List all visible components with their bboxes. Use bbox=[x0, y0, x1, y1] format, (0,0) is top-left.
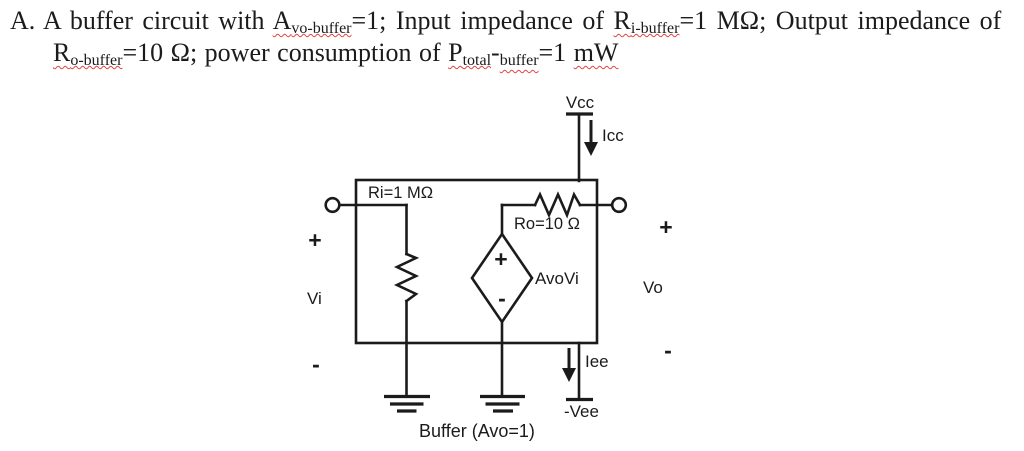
output-terminal-icon bbox=[610, 196, 628, 214]
dependent-source: + - AvoVi bbox=[470, 203, 579, 398]
arrow-head bbox=[562, 368, 576, 382]
problem-line-1: A buffer circuit with Avo-buffer=1; Inpu… bbox=[43, 5, 1001, 37]
text-segment: =1 bbox=[538, 38, 574, 67]
ground-icon-left bbox=[384, 394, 430, 413]
vee-label: -Vee bbox=[564, 402, 599, 421]
text-segment: =10 Ω; power consumption of bbox=[122, 38, 449, 67]
symbol-base: R bbox=[53, 38, 71, 67]
output-minus-sign: - bbox=[664, 337, 672, 363]
source-plus-sign: + bbox=[494, 246, 507, 272]
resistor-zigzag-icon bbox=[533, 191, 582, 219]
ground-icon-middle bbox=[480, 394, 525, 413]
buffer-box bbox=[354, 178, 599, 345]
input-voltage-label: Vi bbox=[307, 289, 322, 308]
iee-label: Iee bbox=[585, 352, 609, 371]
source-value-label: AvoVi bbox=[535, 269, 579, 288]
symbol-subscript: o-buffer bbox=[70, 52, 123, 69]
source-minus-sign: - bbox=[498, 285, 506, 311]
text-segment: A buffer circuit with bbox=[43, 6, 273, 35]
misspelled-term-ro-buffer: Ro-buffer bbox=[53, 38, 123, 69]
symbol-subscript: total bbox=[462, 52, 492, 69]
ri-label: Ri=1 MΩ bbox=[368, 184, 433, 202]
misspelled-term-ptotal: Ptotal bbox=[448, 38, 492, 69]
misspelled-term-mw: mW bbox=[573, 38, 619, 67]
misspelled-term-avo-buffer: Avo-buffer bbox=[272, 6, 352, 37]
resistor-zigzag-icon bbox=[393, 252, 420, 303]
input-minus-sign: - bbox=[312, 351, 320, 377]
iee-current-arrow-icon bbox=[562, 348, 576, 382]
input-resistor: Ri=1 MΩ bbox=[368, 184, 433, 398]
input-port: + Vi - bbox=[307, 196, 408, 377]
vee-supply: Iee -Vee bbox=[562, 341, 609, 421]
ro-label: Ro=10 Ω bbox=[514, 215, 580, 233]
input-plus-sign: + bbox=[308, 227, 321, 253]
problem-line-2: Ro-buffer=10 Ω; power consumption of Pto… bbox=[53, 37, 1001, 69]
symbol-base: P bbox=[448, 38, 463, 67]
symbol-subscript: vo-buffer bbox=[291, 20, 352, 37]
arrow-head bbox=[584, 142, 598, 156]
circuit-caption: Buffer (Avo=1) bbox=[419, 421, 535, 441]
icc-label: Icc bbox=[602, 126, 624, 145]
misspelled-term-buffer: buffer bbox=[499, 52, 539, 69]
vcc-supply: Vcc Icc bbox=[566, 93, 624, 183]
icc-current-arrow-icon bbox=[584, 120, 598, 156]
vcc-label: Vcc bbox=[566, 93, 595, 112]
text-segment: =1 MΩ; Output impedance of bbox=[679, 6, 1002, 35]
text-segment: =1; Input impedance of bbox=[351, 6, 614, 35]
input-terminal-icon bbox=[324, 196, 341, 214]
output-plus-sign: + bbox=[659, 214, 672, 240]
symbol-base: A bbox=[272, 6, 292, 35]
output-port: + Vo - bbox=[610, 196, 673, 363]
output-voltage-label: Vo bbox=[643, 278, 663, 297]
list-marker: A. bbox=[10, 6, 36, 35]
problem-text: A buffer circuit with Avo-buffer=1; Inpu… bbox=[43, 5, 1001, 69]
hyphen: - bbox=[491, 38, 500, 67]
symbol-subscript: i-buffer bbox=[630, 20, 680, 37]
symbol-base: R bbox=[613, 6, 631, 35]
misspelled-term-ri-buffer: Ri-buffer bbox=[613, 6, 680, 37]
output-resistor: Ro=10 Ω bbox=[500, 191, 614, 233]
